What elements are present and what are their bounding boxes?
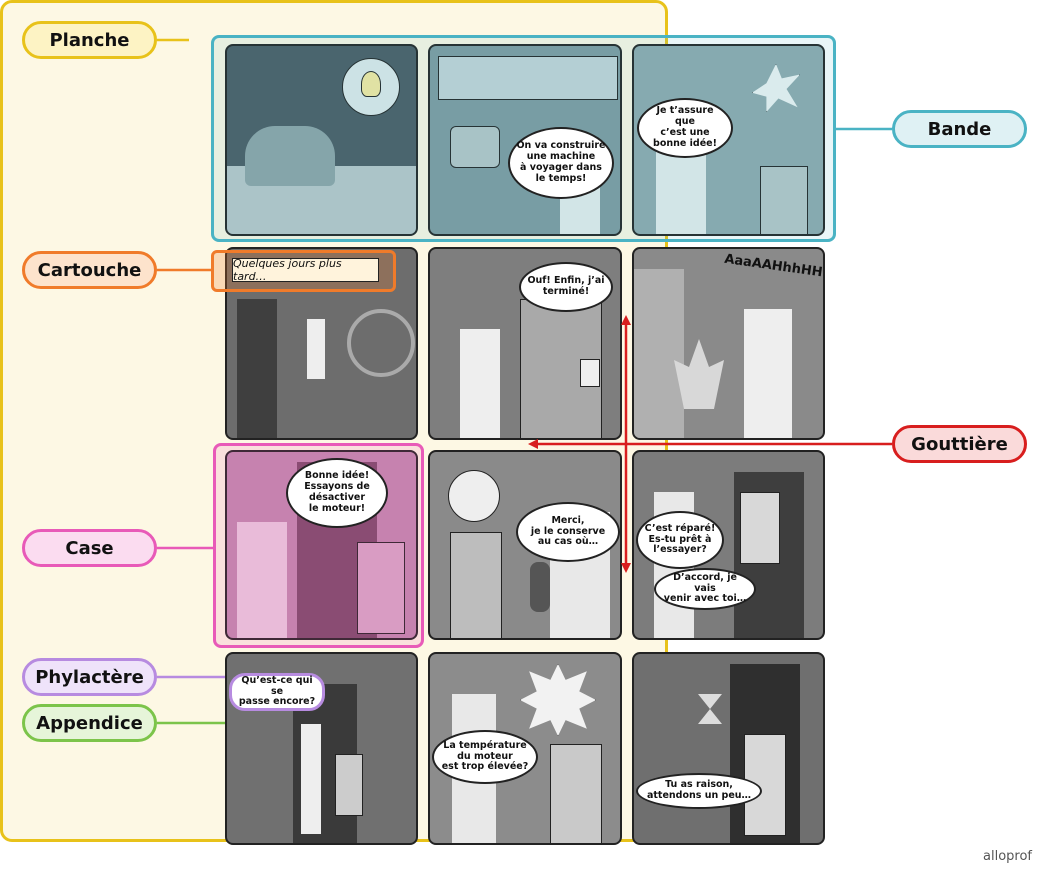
robot-figure [450,532,502,638]
speech-bubble-1: On va construire une machine à voyager d… [508,127,614,199]
thermometer-burst [520,664,596,736]
panel-6: AaaAAHhhHH! [632,247,825,440]
label-cartouche: Cartouche [22,251,157,289]
arrow-up-head [621,315,631,325]
extinguisher [530,562,550,612]
speech-bubble-2: Je t’assure que c’est une bonne idée! [637,98,733,158]
no-fire-icon [448,470,500,522]
panel-12 [632,652,825,845]
arrow-down-head [621,563,631,573]
panel-8 [428,450,622,640]
scientist-figure [245,126,335,186]
label-bande: Bande [892,110,1027,148]
speech-bubble-7: D’accord, je vais venir avec toi… [654,568,756,610]
robot-figure [740,492,780,564]
panel-10 [225,652,418,845]
alloprof-logo: alloprof [983,849,1032,864]
scientist-figure [744,309,792,438]
label-phylactere: Phylactère [22,658,157,696]
label-case: Case [22,529,157,567]
thought-bubble [342,58,400,116]
speech-bubble-6: C’est réparé! Es-tu prêt à l’essayer? [636,511,724,569]
robot-figure [450,126,500,168]
label-gouttiere: Gouttière [892,425,1027,463]
scientist-figure [301,724,321,834]
scientist-figure [237,522,287,638]
lightbulb-icon [361,71,381,97]
scientist-figure [460,329,500,438]
robot-figure [550,744,602,843]
label-planche: Planche [22,21,157,59]
speech-bubble-4: Bonne idée! Essayons de désactiver le mo… [286,458,388,528]
speech-bubble-9: La température du moteur est trop élevée… [432,730,538,784]
robot-figure [760,166,808,234]
scientist-figure [307,319,325,379]
arrow-left-head [528,439,538,449]
panel-1 [225,44,418,236]
phylactere-bubble: Qu’est-ce qui se passe encore? [229,673,325,711]
control-panel [580,359,600,387]
wheel [347,309,415,377]
speech-bubble-3: Ouf! Enfin, j’ai terminé! [519,262,613,312]
poster-wall [438,56,618,100]
speech-bubble-5: Merci, je le conserve au cas où… [516,502,620,562]
label-appendice: Appendice [22,704,157,742]
robot-figure [335,754,363,816]
machine-door [237,299,277,438]
machine-door [634,269,684,438]
robot-figure [357,542,405,634]
cartouche-caption: Quelques jours plus tard… [232,257,379,283]
speech-bubble-10: Tu as raison, attendons un peu… [636,773,762,809]
